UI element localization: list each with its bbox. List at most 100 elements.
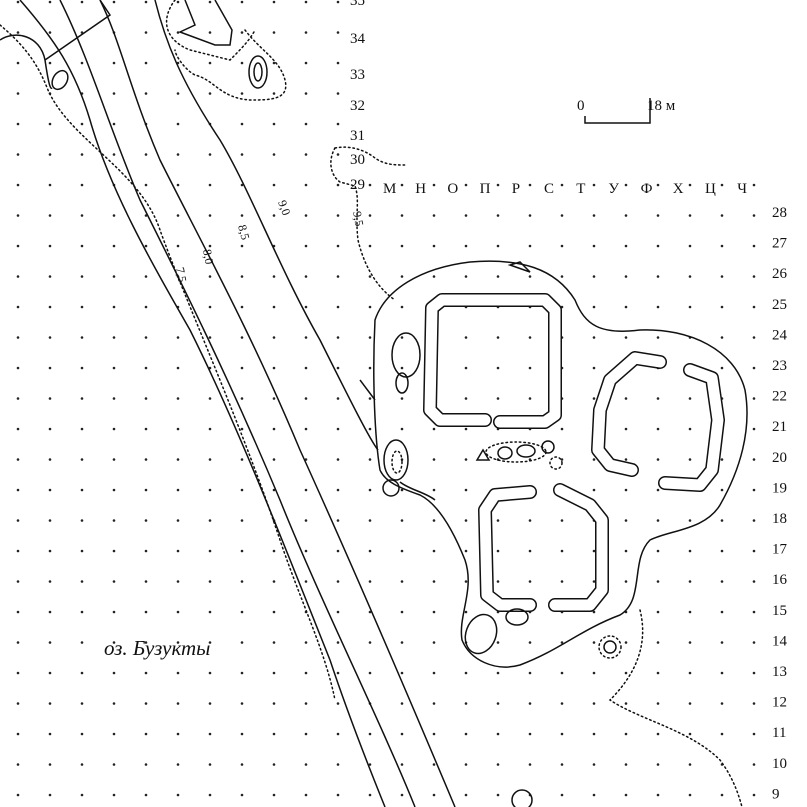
survey-triangle-icon <box>475 448 491 461</box>
pit <box>516 444 536 458</box>
grid-dot <box>592 580 596 583</box>
grid-dot <box>720 336 724 339</box>
row-label: 9 <box>772 786 780 802</box>
grid-dot <box>176 519 180 522</box>
grid-dot <box>496 275 500 278</box>
grid-dot <box>496 244 500 248</box>
grid-dot <box>688 671 692 675</box>
grid-dot <box>720 793 724 797</box>
grid-dot <box>432 275 436 278</box>
grid-dot <box>560 214 564 217</box>
pit-nw <box>51 69 69 91</box>
grid-dot <box>208 732 212 736</box>
grid-dot <box>144 427 148 431</box>
pit <box>382 479 400 497</box>
grid-dot <box>176 702 180 705</box>
row-label: 22 <box>772 389 787 405</box>
pit-notch <box>507 261 531 273</box>
row-label: 23 <box>772 358 787 374</box>
grid-dot <box>176 366 180 370</box>
grid-dot <box>176 31 180 34</box>
grid-dot <box>304 702 308 705</box>
grid-dot <box>16 793 20 797</box>
grid-dot <box>560 793 564 797</box>
grid-dot <box>400 580 404 583</box>
settlement-boundary <box>373 260 748 668</box>
grid-dot <box>752 244 756 248</box>
grid-dot <box>304 763 308 766</box>
grid-dot <box>272 427 276 431</box>
grid-dot <box>720 641 724 644</box>
grid-dot <box>144 793 148 797</box>
grid-dot <box>432 427 436 431</box>
grid-dot <box>400 519 404 522</box>
grid-dot <box>496 214 500 217</box>
grid-dot <box>112 458 116 461</box>
grid-dot <box>272 183 276 187</box>
grid-dot <box>144 458 148 461</box>
grid-dot <box>400 275 404 278</box>
grid-dot <box>400 732 404 736</box>
row-label: 21 <box>772 419 787 435</box>
grid-dot <box>368 427 372 431</box>
grid-dot <box>208 549 212 553</box>
grid-dot <box>464 549 468 553</box>
pit <box>497 446 513 460</box>
contour-7-5 <box>0 24 336 701</box>
row-labels-left: 35 34 33 32 31 30 29 <box>350 0 366 193</box>
grid-dot <box>208 519 212 522</box>
contour-dotted-south <box>608 609 743 807</box>
grid-dot <box>720 519 724 522</box>
grid-dot <box>336 31 340 34</box>
row-label: 18 <box>772 511 787 527</box>
row-label: 12 <box>772 695 787 711</box>
grid-dot <box>80 397 84 400</box>
grid-dot <box>688 702 692 705</box>
grid-dot <box>336 488 340 492</box>
grid-dot <box>432 183 436 187</box>
grid-dot <box>48 397 52 400</box>
grid-dot <box>144 549 148 553</box>
grid-dot <box>208 671 212 675</box>
grid-dot <box>208 763 212 766</box>
grid-dot <box>336 214 340 217</box>
grid-dot <box>336 0 340 4</box>
grid-dot <box>144 641 148 644</box>
grid-dot <box>752 549 756 553</box>
grid-dot <box>528 671 532 675</box>
grid-dot <box>336 702 340 705</box>
grid-dot <box>48 488 52 492</box>
grid-dot <box>560 702 564 705</box>
grid-dot <box>432 610 436 614</box>
contour-9-0-b <box>154 0 379 451</box>
grid-dot <box>80 427 84 431</box>
grid-dot <box>688 580 692 583</box>
grid-dot <box>272 580 276 583</box>
grid-dot <box>752 519 756 522</box>
grid-dot <box>720 488 724 492</box>
contour-label: 7,5 <box>173 266 189 283</box>
grid-dot <box>528 275 532 278</box>
column-label: С <box>544 181 554 197</box>
grid-dot <box>112 610 116 614</box>
grid-dot <box>464 427 468 431</box>
grid-dot <box>240 427 244 431</box>
grid-dot <box>464 366 468 370</box>
grid-dot <box>240 336 244 339</box>
grid-dot <box>752 793 756 797</box>
boundary-line-west <box>359 379 376 401</box>
grid-dot <box>656 549 660 553</box>
grid-dot <box>560 671 564 675</box>
grid-dot <box>336 793 340 797</box>
grid-dot <box>208 336 212 339</box>
grid-dot <box>368 610 372 614</box>
grid-dot <box>304 641 308 644</box>
grid-dot <box>144 305 148 309</box>
grid-dot <box>336 183 340 187</box>
grid-dot <box>240 671 244 675</box>
grid-dot <box>16 305 20 309</box>
grid-dot <box>176 336 180 339</box>
grid-dot <box>400 397 404 400</box>
grid-dot <box>336 244 340 248</box>
